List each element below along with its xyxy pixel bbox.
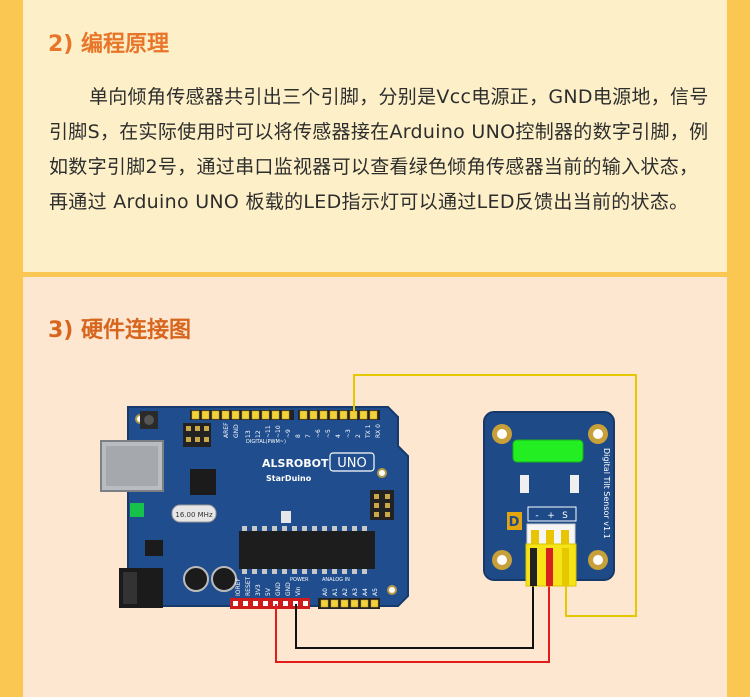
section-title-programming-principle: 2) 编程原理 (48, 32, 170, 57)
digital-pin-label-10: ~3 (345, 429, 352, 438)
power-pin-label-1: RESET (245, 576, 252, 596)
analog-pin-label-4: A4 (362, 588, 369, 596)
power-wire (275, 564, 550, 663)
digital-pin-label-0: 13 (245, 430, 252, 438)
digital-pin-label-7: ~6 (315, 429, 322, 438)
sensor-pin-gnd-label: - (535, 511, 538, 521)
digital-pin-label-9: 4 (335, 434, 342, 438)
analog-pin-label-2: A2 (342, 588, 349, 596)
gnd-top-label: GND (233, 424, 240, 438)
sensor-pin-vcc-label: + (547, 511, 555, 521)
power-label: POWER (290, 577, 309, 583)
digital-pin-label-4: ~9 (285, 429, 292, 438)
power-header (230, 598, 310, 609)
aref-label: AREF (223, 422, 230, 438)
digital-header-pins (191, 410, 378, 420)
tilt-switch-element (512, 439, 584, 463)
analog-pin-label-5: A5 (372, 588, 379, 596)
signal-wire (353, 374, 637, 617)
sensor-pin-signal-label: S (562, 511, 568, 521)
board-model: UNO (337, 456, 366, 471)
power-pin-label-4: GND (275, 582, 282, 596)
digital-header-label: DIGITAL(PWM~) (246, 439, 286, 445)
sensor-name: Digital Tilt Sensor v1.1 (602, 448, 611, 539)
digital-pin-label-11: 2 (355, 434, 362, 438)
analog-pin-label-1: A1 (332, 588, 339, 596)
board-brand: ALSROBOT (262, 457, 329, 470)
digital-pin-label-3: ~10 (275, 425, 282, 438)
tilt-sensor-module: Digital Tilt Sensor v1.1 D - + S (483, 411, 615, 587)
section-title-hardware-connection: 3) 硬件连接图 (48, 318, 192, 343)
power-pin-label-5: GND (285, 582, 292, 596)
analog-header (318, 598, 380, 609)
crystal-label: 16.00 MHz (175, 511, 213, 519)
analog-pin-label-3: A3 (352, 588, 359, 596)
programming-principle-section: 2) 编程原理 单向倾角传感器共引出三个引脚，分别是Vcc电源正，GND电源地，… (23, 0, 727, 272)
crystal-oscillator (171, 504, 217, 523)
ground-wire (295, 564, 534, 649)
digital-pin-label-8: ~5 (325, 429, 332, 438)
digital-pin-label-1: 12 (255, 430, 262, 438)
power-pin-label-6: Vin (295, 586, 302, 596)
wires (275, 374, 637, 663)
power-pin-label-2: 3V3 (255, 584, 262, 596)
digital-pin-label-13: RX 0 (375, 424, 382, 438)
power-pin-label-3: 5V (265, 587, 272, 596)
board-product-name: StarDuino (266, 474, 312, 483)
analog-label: ANALOG IN (322, 577, 350, 583)
principle-paragraph: 单向倾角传感器共引出三个引脚，分别是Vcc电源正，GND电源地，信号引脚S，在实… (49, 86, 709, 213)
digital-pin-label-12: TX 1 (365, 424, 372, 439)
digital-pin-label-5: 8 (295, 434, 302, 438)
digital-pin-label-6: 7 (305, 434, 312, 438)
atmega-chip (239, 531, 375, 569)
power-pin-label-0: IOREF (235, 578, 242, 596)
analog-pin-label-0: A0 (322, 588, 329, 596)
sensor-logo: D (509, 515, 520, 530)
digital-pin-label-2: ~11 (265, 425, 272, 438)
